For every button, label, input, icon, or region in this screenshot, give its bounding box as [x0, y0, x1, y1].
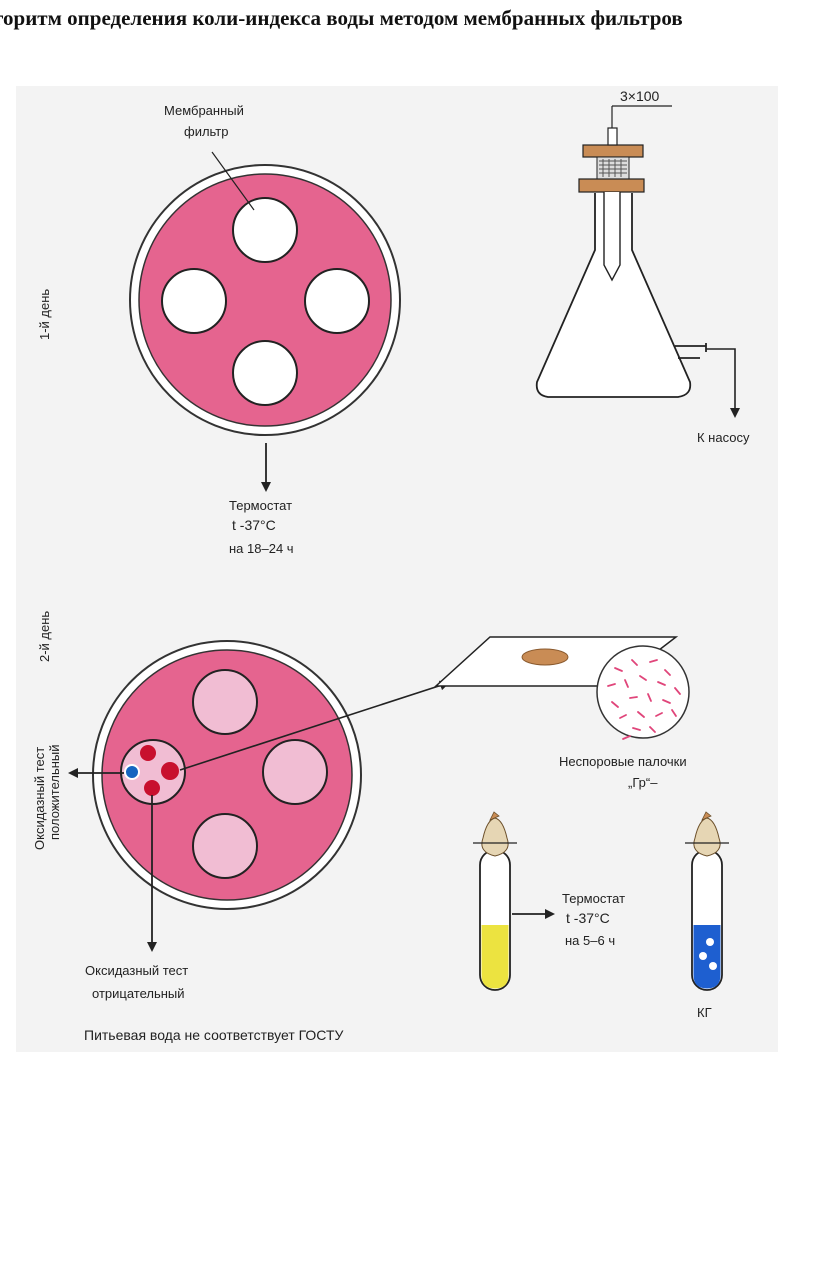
pump-label: К насосу [697, 430, 750, 445]
tube-label-kg: КГ [697, 1005, 712, 1020]
colony-oxidase-positive [124, 764, 140, 780]
filtration-flask [535, 127, 707, 398]
page-title: горитм определения коли-индекса воды мет… [0, 6, 683, 30]
bacteria-gram-label: „Гр“– [628, 775, 658, 790]
day2-label: 2-й день [37, 611, 52, 662]
membrane-filter-label: фильтр [184, 124, 228, 139]
funnel-clamp-bottom [578, 178, 645, 193]
colony [144, 780, 160, 796]
filter-pointer-line [211, 151, 255, 211]
arrow-to-pump [706, 348, 740, 418]
thermostat-time-day1: на 18–24 ч [229, 541, 294, 556]
funnel-stem [603, 192, 621, 282]
thermostat-temperature-day1: t -37°C [232, 517, 276, 533]
thermostat-time-day2: на 5–6 ч [565, 933, 615, 948]
membrane-filter-colonies [120, 739, 186, 805]
microscopy-field [596, 645, 690, 740]
sample-volume-label: 3×100 [620, 88, 660, 104]
inlet-tube [607, 127, 618, 146]
membrane-filter-incubated [262, 739, 328, 805]
membrane-filter-incubated [192, 813, 258, 879]
bacteria-description: Неспоровые палочки [559, 754, 687, 769]
funnel-filter-holder [596, 156, 630, 180]
membrane-filter-incubated [192, 669, 258, 735]
oxidase-negative-label: отрицательный [92, 986, 185, 1001]
arrow-to-microscopy [179, 680, 450, 771]
thermostat-label-day2: Термостат [562, 891, 625, 906]
oxidase-positive-label: положительный [47, 744, 62, 840]
stained-smear [521, 648, 569, 666]
oxidase-negative-label: Оксидазный тест [85, 963, 188, 978]
oxidase-positive-label: Оксидазный тест [32, 747, 47, 850]
thermostat-temperature-day2: t -37°C [566, 910, 610, 926]
petri-dish-day1 [129, 164, 401, 436]
day1-label: 1-й день [37, 289, 52, 340]
conclusion-text: Питьевая вода не соответствует ГОСТУ [84, 1027, 344, 1043]
colony [140, 745, 156, 761]
petri-dish-day2 [92, 640, 362, 910]
funnel-clamp-top [582, 144, 644, 158]
membrane-filter [232, 340, 298, 406]
membrane-filter [232, 197, 298, 263]
test-tube-yellow [473, 811, 517, 991]
membrane-filter [161, 268, 227, 334]
membrane-filter-label: Мембранный [164, 103, 244, 118]
thermostat-label-day1: Термостат [229, 498, 292, 513]
colony [161, 762, 179, 780]
membrane-filter [304, 268, 370, 334]
test-tube-blue [685, 811, 729, 991]
